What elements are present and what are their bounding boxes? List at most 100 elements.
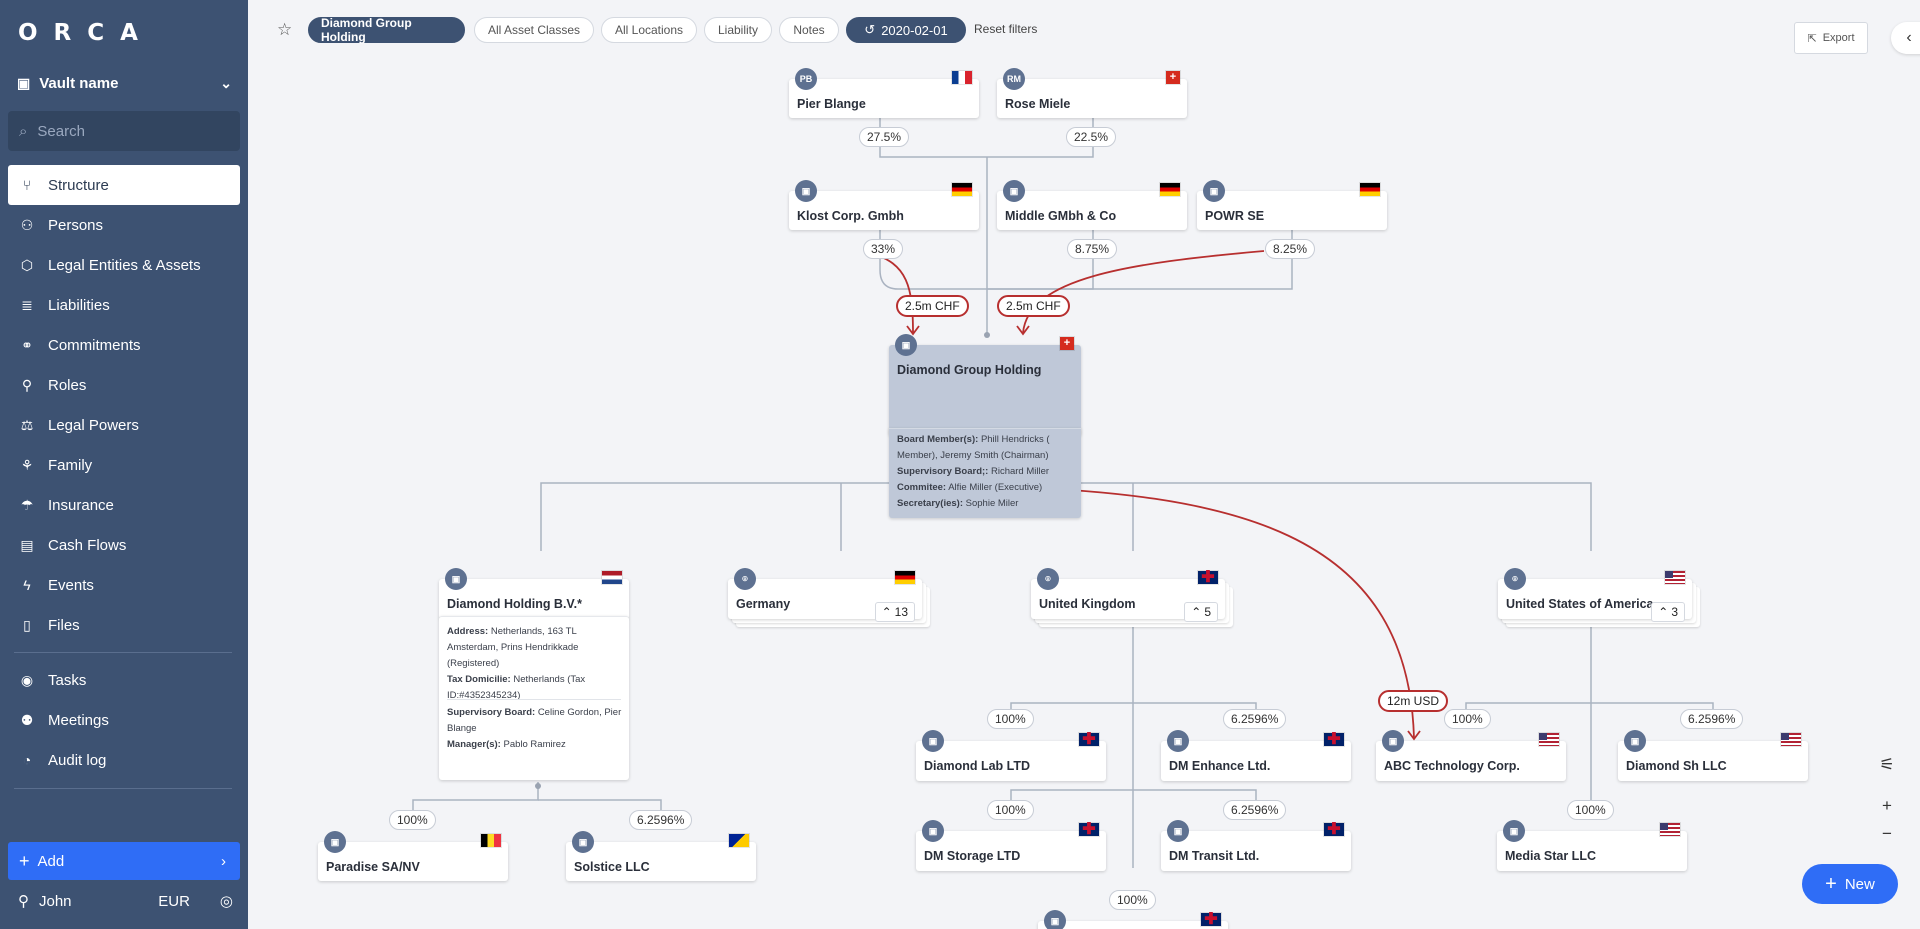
sidebar-item-roles[interactable]: ⚲Roles — [8, 365, 240, 405]
node-name: Middle GMbh & Co — [1005, 209, 1117, 223]
node-name: Diamond Sh LLC — [1626, 759, 1727, 773]
ownership-percentage: 33% — [863, 239, 904, 259]
chevron-up-icon: ⌃ — [1191, 605, 1202, 619]
node-name: Rose Miele — [1005, 97, 1071, 111]
star-icon[interactable]: ☆ — [277, 20, 293, 39]
filter-chip-liability[interactable]: Liability — [704, 17, 772, 43]
briefcase-icon: ▣ — [1167, 730, 1189, 752]
export-button[interactable]: ⇱ Export — [1794, 22, 1868, 54]
sidebar-item-label: Commitments — [48, 336, 141, 354]
sidebar-item-tasks[interactable]: ◉Tasks — [8, 660, 240, 700]
flag-france-icon — [952, 71, 972, 84]
flag-uk-icon: ✚ — [1198, 570, 1218, 586]
entity-node-media-star[interactable]: ▣ Media Star LLC — [1497, 820, 1687, 871]
node-name: Diamond Holding B.V.* — [447, 597, 582, 611]
sidebar-item-insurance[interactable]: ☂Insurance — [8, 485, 240, 525]
persons-icon: ⚇ — [20, 216, 34, 233]
flag-bosnia-icon — [729, 834, 749, 847]
filter-chip-asset-classes[interactable]: All Asset Classes — [474, 17, 594, 43]
liability-amount[interactable]: 2.5m CHF — [896, 295, 969, 317]
entity-node-paradise[interactable]: ▣ Paradise SA/NV — [318, 831, 508, 881]
sidebar-item-family[interactable]: ⚘Family — [8, 445, 240, 485]
currency-selector[interactable]: EUR — [158, 892, 190, 910]
expand-badge[interactable]: ⌃13 — [874, 602, 915, 622]
briefcase-icon: ▣ — [1044, 910, 1066, 929]
search-input[interactable]: ⌕ Search — [8, 111, 240, 151]
commitee-label: Commitee: — [897, 482, 947, 493]
reset-filters-link[interactable]: Reset filters — [974, 22, 1038, 36]
add-button[interactable]: + Add › — [8, 842, 240, 880]
entity-node-powr[interactable]: ▣ POWR SE — [1197, 180, 1387, 230]
flag-uk-icon: ✚ — [1324, 732, 1344, 748]
location-pin-icon: ⌾ — [1037, 568, 1059, 590]
entity-node-diamond-group-holding[interactable]: ▣ + Diamond Group Holding — [889, 334, 1081, 436]
sidebar-item-label: Legal Powers — [48, 416, 139, 434]
sidebar-item-label: Files — [48, 616, 80, 634]
filter-settings-icon[interactable]: ⚟ — [1879, 755, 1895, 774]
ownership-percentage: 8.75% — [1067, 239, 1118, 259]
filter-chip-entity[interactable]: Diamond Group Holding — [308, 16, 465, 44]
expand-badge[interactable]: ⌃3 — [1651, 602, 1685, 622]
filter-chip-notes[interactable]: Notes — [779, 17, 839, 43]
node-name: POWR SE — [1205, 209, 1265, 223]
entity-node-klost[interactable]: ▣ Klost Corp. Gmbh — [789, 180, 979, 230]
sidebar-item-label: Audit log — [48, 751, 107, 769]
ownership-percentage: 100% — [1444, 709, 1491, 729]
location-node-united-kingdom[interactable]: ⌾ ✚ United Kingdom ⌃5 — [1031, 568, 1225, 622]
location-node-usa[interactable]: ⌾ United States of America ⌃3 — [1498, 568, 1692, 622]
search-icon: ⌕ — [19, 122, 28, 140]
export-icon: ⇱ — [1807, 32, 1817, 45]
node-details: Board Member(s): Phill Hendricks ( Membe… — [897, 432, 1075, 512]
entity-node-partial[interactable]: ▣ ✚ — [1038, 910, 1228, 929]
person-node-rose-miele[interactable]: RM + Rose Miele — [997, 68, 1187, 118]
entity-node-dm-storage[interactable]: ▣ ✚ DM Storage LTD — [916, 820, 1106, 871]
new-button[interactable]: + New — [1802, 864, 1898, 904]
liability-amount[interactable]: 2.5m CHF — [997, 295, 1070, 317]
supervisory-value: Richard Miller — [990, 466, 1050, 477]
sidebar-item-legal-entities[interactable]: ⬡Legal Entities & Assets — [8, 245, 240, 285]
collapse-panel-button[interactable]: ‹ — [1891, 22, 1920, 54]
entity-node-solstice[interactable]: ▣ Solstice LLC — [566, 831, 756, 881]
chevron-up-icon: ⌃ — [881, 605, 892, 619]
flag-germany-icon — [952, 183, 972, 196]
sidebar-item-structure[interactable]: ⑂Structure — [8, 165, 240, 205]
location-node-germany[interactable]: ⌾ Germany ⌃13 — [728, 568, 922, 622]
date-value: 2020-02-01 — [881, 22, 948, 38]
entity-node-diamond-holding-bv[interactable]: ▣ Diamond Holding B.V.* — [439, 568, 629, 619]
sidebar-item-commitments[interactable]: ⚭Commitments — [8, 325, 240, 365]
entity-node-abc-technology[interactable]: ▣ ABC Technology Corp. — [1376, 730, 1566, 781]
flag-uk-icon: ✚ — [1079, 822, 1099, 838]
sidebar-item-audit-log[interactable]: ◔Audit log — [8, 740, 240, 780]
user-menu[interactable]: ⚲ John EUR ◎ — [18, 891, 233, 911]
sidebar-item-liabilities[interactable]: ≣Liabilities — [8, 285, 240, 325]
add-label: Add — [37, 852, 65, 870]
commitee-value: Alfie Miller (Executive) — [948, 482, 1043, 493]
eye-off-icon[interactable]: ◎ — [219, 893, 233, 910]
person-node-pier-blange[interactable]: PB Pier Blange — [789, 68, 979, 118]
zoom-out-button[interactable]: − — [1882, 824, 1892, 843]
briefcase-icon: ▣ — [572, 831, 594, 853]
liability-amount[interactable]: 12m USD — [1378, 690, 1449, 712]
zoom-in-button[interactable]: + — [1882, 796, 1892, 815]
sidebar-item-persons[interactable]: ⚇Persons — [8, 205, 240, 245]
date-filter-chip[interactable]: ↺ 2020-02-01 — [846, 17, 966, 43]
entity-node-dm-enhance[interactable]: ▣ ✚ DM Enhance Ltd. — [1161, 730, 1351, 781]
node-name: DM Storage LTD — [924, 849, 1021, 863]
sidebar-item-legal-powers[interactable]: ⚖Legal Powers — [8, 405, 240, 445]
entity-node-diamond-lab[interactable]: ▣ ✚ Diamond Lab LTD — [916, 730, 1106, 781]
sidebar-item-files[interactable]: ▯Files — [8, 605, 240, 645]
entity-node-diamond-sh[interactable]: ▣ Diamond Sh LLC — [1618, 730, 1808, 781]
entity-node-dm-transit[interactable]: ▣ ✚ DM Transit Ltd. — [1161, 820, 1351, 871]
structure-canvas[interactable]: PB Pier Blange RM + Rose Miele ▣ Klost C… — [248, 58, 1920, 929]
entity-node-middle[interactable]: ▣ Middle GMbh & Co — [997, 180, 1187, 230]
filter-chip-locations[interactable]: All Locations — [601, 17, 697, 43]
sidebar-divider — [14, 788, 232, 789]
sidebar-item-cash-flows[interactable]: ▤Cash Flows — [8, 525, 240, 565]
ownership-percentage: 6.2596% — [1680, 709, 1744, 729]
sidebar-item-meetings[interactable]: ⚉Meetings — [8, 700, 240, 740]
plus-icon: + — [1825, 872, 1837, 895]
expand-badge[interactable]: ⌃5 — [1184, 602, 1218, 622]
new-label: New — [1844, 875, 1875, 893]
vault-selector[interactable]: ▣ Vault name ⌄ — [17, 72, 232, 94]
